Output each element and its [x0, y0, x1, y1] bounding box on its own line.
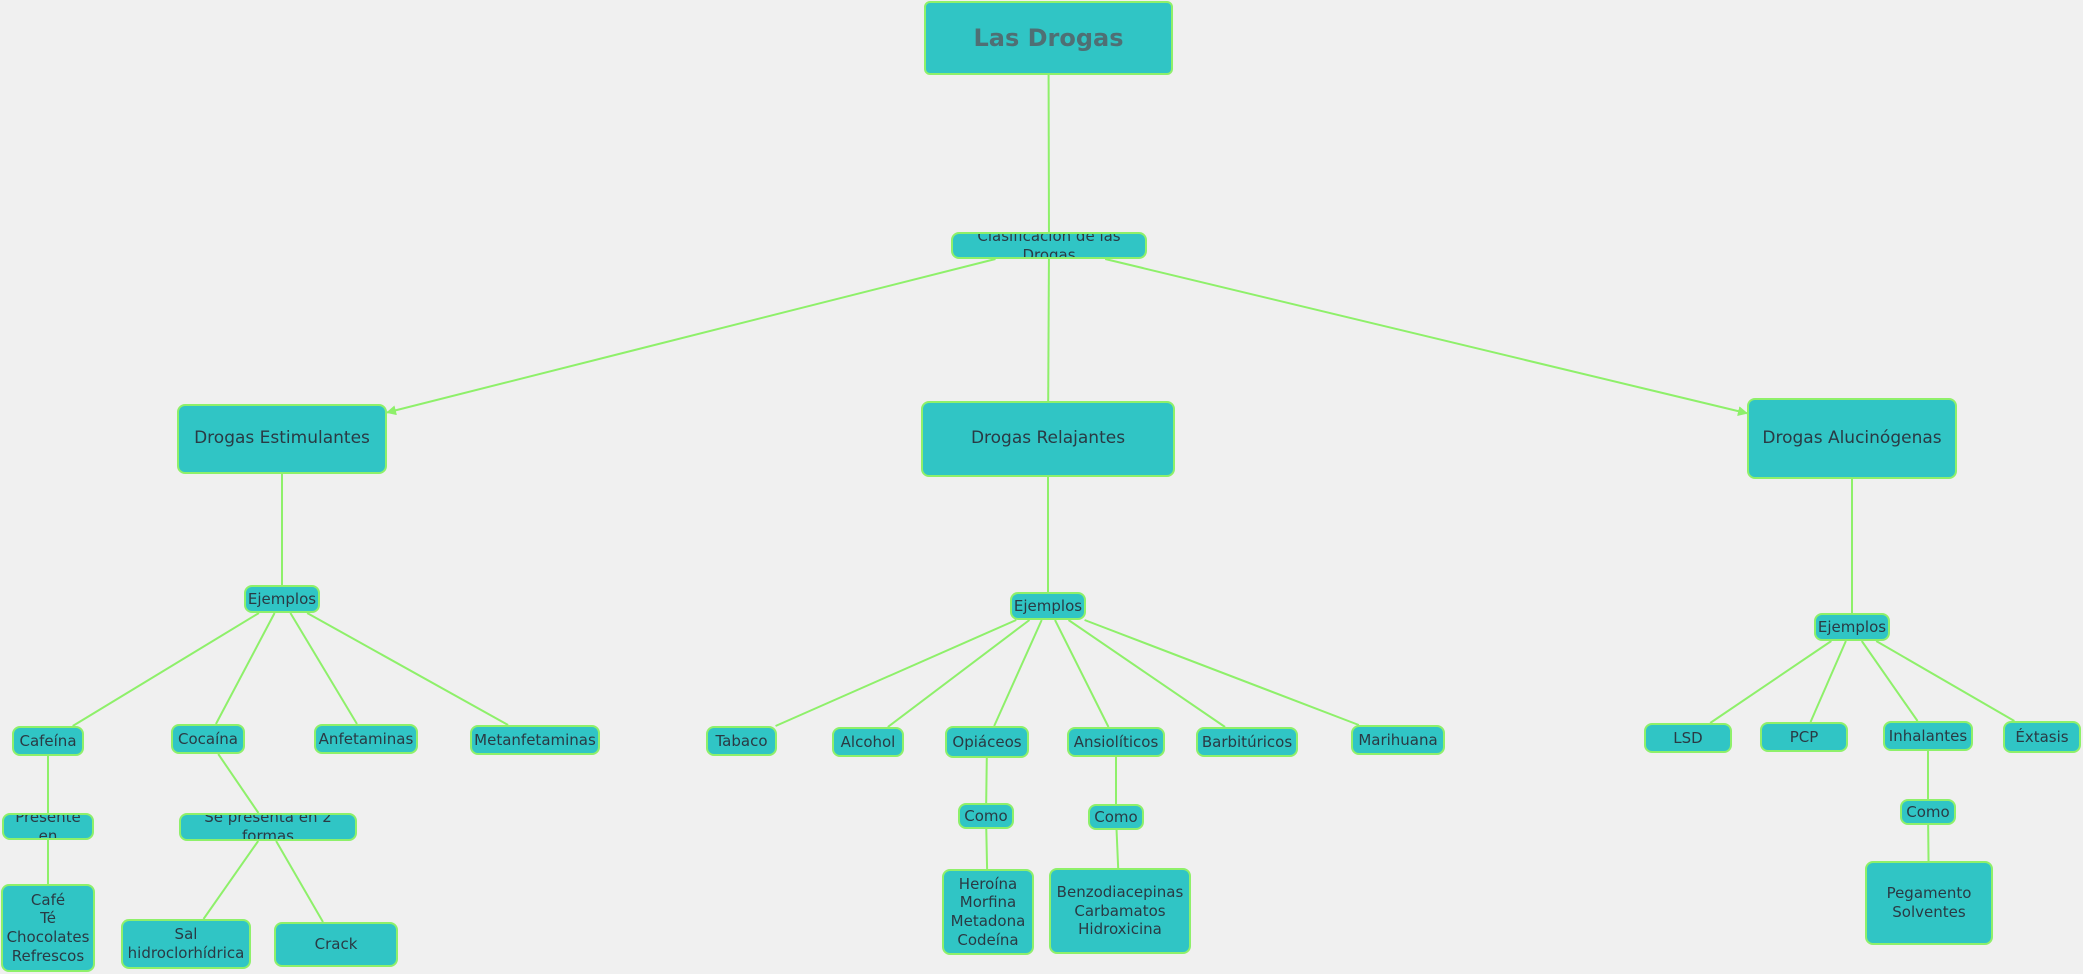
- node-ejemplos-relajantes[interactable]: Ejemplos: [1010, 592, 1086, 620]
- edge-ej_rel-to-barbituricos: [1067, 619, 1226, 728]
- edge-ej_est-to-metanfetaminas: [306, 612, 509, 726]
- edge-ej_rel-to-tabaco: [775, 619, 1017, 727]
- edge-ej_rel-to-opiaceos: [993, 619, 1043, 727]
- edge-ej_alu-to-lsd: [1709, 640, 1832, 724]
- edge-ej_est-to-cocaina: [215, 612, 276, 725]
- edge-ej_rel-to-alcohol: [887, 619, 1031, 728]
- node-extasis[interactable]: Éxtasis: [2003, 721, 2081, 753]
- node-como-ansioliticos[interactable]: Como: [1088, 804, 1144, 830]
- node-lsd[interactable]: LSD: [1644, 723, 1732, 753]
- edge-ej_rel-to-ansioliticos: [1054, 619, 1110, 728]
- node-opiaceos[interactable]: Opiáceos: [945, 726, 1029, 758]
- edge-ej_est-to-anfetaminas: [289, 612, 358, 725]
- node-drogas-alucinogenas[interactable]: Drogas Alucinógenas: [1747, 398, 1957, 479]
- node-cafe-te-chocolates-refrescos[interactable]: Café Té Chocolates Refrescos: [1, 884, 95, 972]
- edge-cocaina-to-se_presenta: [217, 753, 260, 814]
- edge-se_presenta-to-sal: [202, 840, 260, 920]
- node-drogas-estimulantes[interactable]: Drogas Estimulantes: [177, 404, 387, 474]
- node-sal-hidroclorhidrica[interactable]: Sal hidroclorhídrica: [121, 919, 251, 969]
- node-tabaco[interactable]: Tabaco: [706, 726, 777, 756]
- node-ansioliticos[interactable]: Ansiolíticos: [1067, 727, 1165, 757]
- node-benzodiacepinas-carbamatos-hidroxicina[interactable]: Benzodiacepinas Carbamatos Hidroxicina: [1049, 868, 1191, 954]
- node-presente-en[interactable]: Presente en: [2, 813, 94, 840]
- node-pcp[interactable]: PCP: [1760, 722, 1848, 752]
- node-cocaina[interactable]: Cocaína: [171, 724, 245, 754]
- node-heroina-morfina-metadona-codeina[interactable]: Heroína Morfina Metadona Codeína: [942, 869, 1034, 955]
- edge-como_an-to-ans_list: [1115, 829, 1120, 869]
- edge-clasificacion-to-alucinogenas: [1104, 258, 1748, 417]
- node-clasificacion-de-las-drogas[interactable]: Clasificación de las Drogas: [951, 232, 1147, 259]
- node-ejemplos-alucinogenas[interactable]: Ejemplos: [1814, 613, 1890, 641]
- edge-clasificacion-to-estimulantes: [386, 258, 996, 416]
- node-metanfetaminas[interactable]: Metanfetaminas: [470, 725, 600, 755]
- node-marihuana[interactable]: Marihuana: [1351, 725, 1445, 755]
- edge-ej_rel-to-marihuana: [1084, 619, 1360, 726]
- node-alcohol[interactable]: Alcohol: [832, 727, 904, 757]
- node-pegamento-solventes[interactable]: Pegamento Solventes: [1865, 861, 1993, 945]
- edge-como_op-to-opi_list: [985, 828, 989, 870]
- edge-ej_alu-to-extasis: [1875, 640, 2015, 722]
- node-las-drogas[interactable]: Las Drogas: [924, 1, 1173, 75]
- node-ejemplos-estimulantes[interactable]: Ejemplos: [244, 585, 320, 613]
- node-inhalantes[interactable]: Inhalantes: [1883, 721, 1973, 751]
- node-como-opiaceos[interactable]: Como: [958, 803, 1014, 829]
- edge-ej_alu-to-inhalantes: [1860, 640, 1919, 722]
- node-drogas-relajantes[interactable]: Drogas Relajantes: [921, 401, 1175, 477]
- edge-ej_alu-to-pcp: [1809, 640, 1847, 723]
- edge-ej_est-to-cafeina: [72, 612, 260, 727]
- node-se-presenta-en-2-formas[interactable]: Se presenta en 2 formas: [179, 813, 357, 841]
- node-como-inhalantes[interactable]: Como: [1900, 799, 1956, 825]
- node-cafeina[interactable]: Cafeína: [12, 726, 84, 756]
- node-anfetaminas[interactable]: Anfetaminas: [314, 724, 418, 754]
- node-crack[interactable]: Crack: [274, 922, 398, 967]
- edge-opiaceos-to-como_op: [985, 757, 988, 804]
- edge-clasificacion-to-relajantes: [1047, 258, 1050, 402]
- edge-se_presenta-to-crack: [275, 840, 324, 923]
- node-barbituricos[interactable]: Barbitúricos: [1196, 727, 1298, 757]
